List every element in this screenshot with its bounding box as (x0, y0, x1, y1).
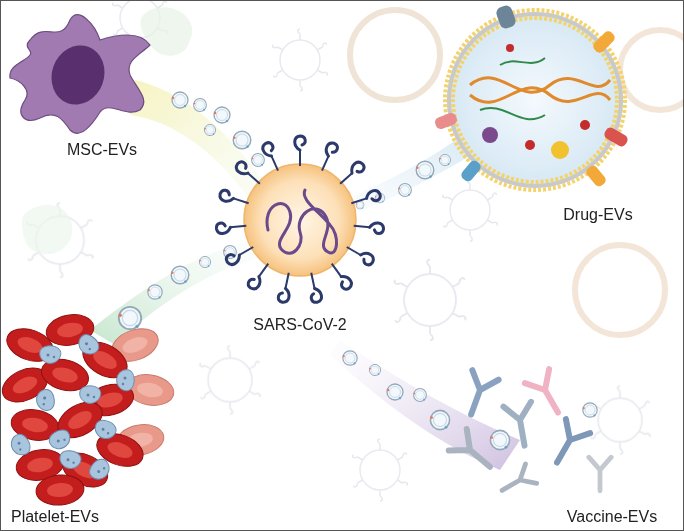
source-label: Platelet-EVs (11, 508, 99, 526)
source-label: MSC-EVs (67, 141, 137, 159)
source-label: Vaccine-EVs (567, 508, 657, 526)
source-label: Drug-EVs (563, 206, 632, 224)
virus-label: SARS-CoV-2 (253, 316, 346, 334)
